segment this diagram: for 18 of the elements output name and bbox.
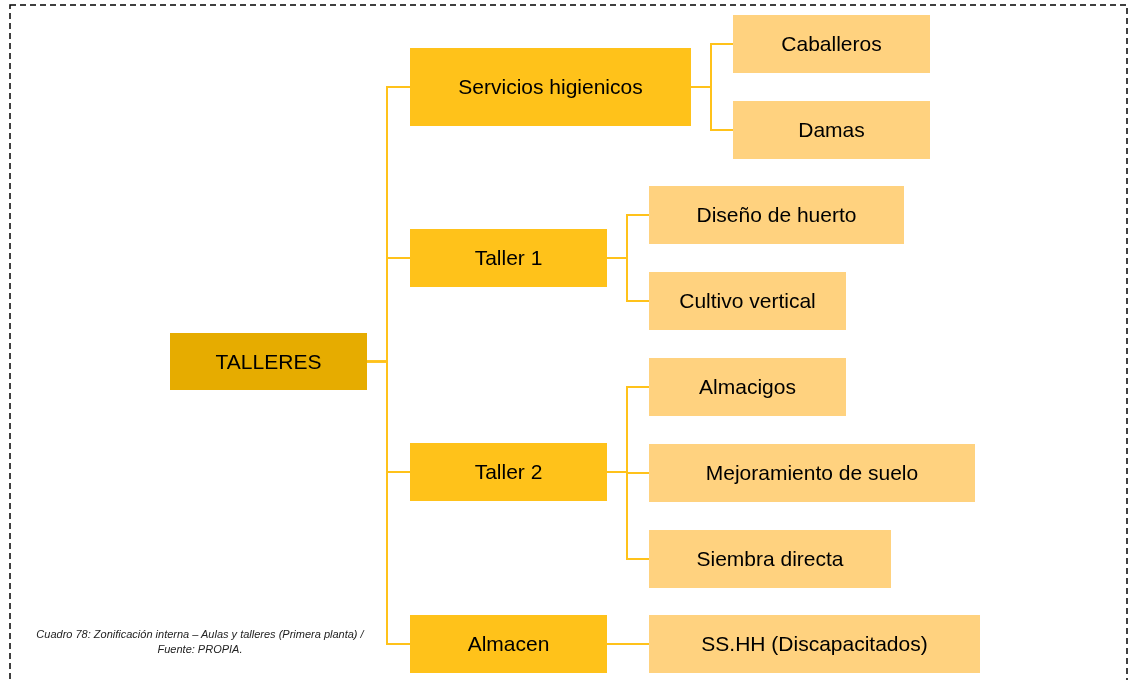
caption: Cuadro 78: Zonificación interna – Aulas y talleres (Primera planta) / Fuente: PROPIA. xyxy=(35,627,366,657)
category-box: Damas xyxy=(733,101,930,159)
connector-line xyxy=(606,257,650,302)
connector-line xyxy=(366,360,411,645)
category-box: Mejoramiento de suelo xyxy=(649,444,975,502)
category-box: Taller 2 xyxy=(410,443,607,501)
connector-line xyxy=(690,86,734,131)
category-box: Taller 1 xyxy=(410,229,607,287)
category-box: SS.HH (Discapacitados) xyxy=(649,615,980,673)
category-box: Almacen xyxy=(410,615,607,673)
category-box: Diseño de huerto xyxy=(649,186,904,244)
category-box: Caballeros xyxy=(733,15,930,73)
root-box: TALLERES xyxy=(170,333,367,390)
category-box: Cultivo vertical xyxy=(649,272,846,330)
connector-line xyxy=(606,643,650,645)
category-box: Almacigos xyxy=(649,358,846,416)
category-box: Servicios higienicos xyxy=(410,48,691,126)
category-box: Siembra directa xyxy=(649,530,891,588)
